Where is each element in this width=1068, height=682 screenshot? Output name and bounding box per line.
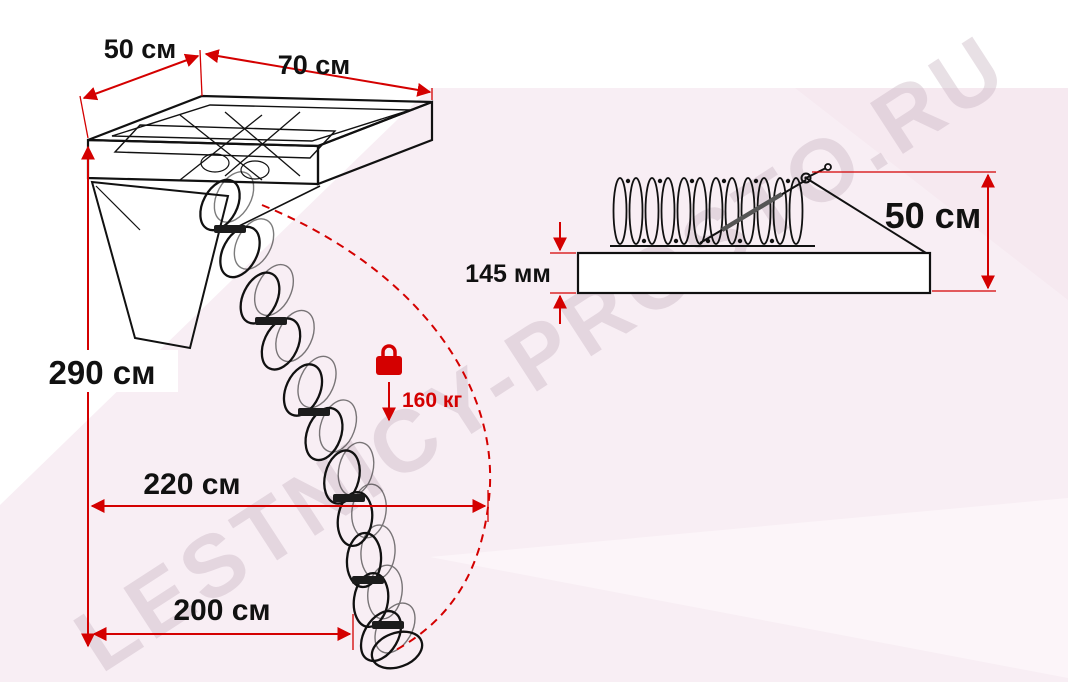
box-thickness-dimension: 145 мм	[465, 222, 576, 324]
load-rating: 160 кг	[376, 344, 462, 422]
swing-path-dashed-curve	[261, 204, 492, 651]
ladder-steps	[214, 225, 404, 629]
hinge-dots	[625, 178, 791, 244]
folded-ladder-drawing: 145 мм 50 см	[465, 163, 996, 324]
box-thickness-label: 145 мм	[465, 260, 551, 288]
load-label: 160 кг	[402, 389, 462, 412]
open-hatch-door	[90, 180, 321, 350]
hatch-width-label: 50 см	[104, 34, 177, 64]
floor-span-label: 200 см	[173, 594, 270, 627]
weight-icon	[376, 344, 402, 375]
folded-scissor-mechanism	[610, 163, 927, 254]
hatch-lid-box	[576, 251, 932, 295]
hatch-width-dimension: 50 см	[79, 34, 203, 139]
folded-height-dimension: 50 см	[812, 171, 996, 292]
deployed-ladder-drawing: 50 см 70 см 290 см 220 см 200 см	[28, 34, 492, 670]
floor-span-dimension: 200 см	[92, 594, 354, 650]
gas-spring	[720, 192, 784, 232]
ceiling-height-label: 290 см	[49, 354, 156, 391]
hatch-length-label: 70 см	[278, 50, 351, 80]
ceiling-height-dimension: 290 см	[28, 145, 178, 648]
scissor-chain	[199, 178, 424, 670]
reach-label: 220 см	[143, 468, 240, 501]
hatch-length-dimension: 70 см	[204, 49, 433, 100]
folded-height-label: 50 см	[885, 195, 982, 236]
reach-dimension: 220 см	[90, 468, 489, 522]
